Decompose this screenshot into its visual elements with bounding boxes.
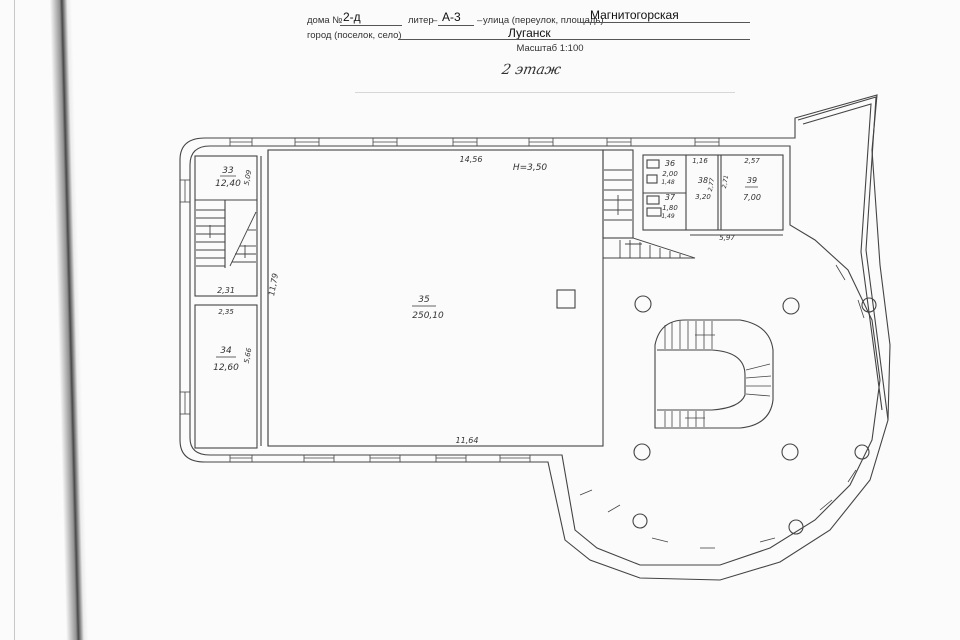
room-39-area: 7,00 xyxy=(743,193,761,202)
room-33-wall xyxy=(194,155,258,297)
scale-label: Масштаб 1:100 xyxy=(516,43,584,54)
windows-top xyxy=(229,137,720,147)
dim-wc-block-bottom: 5,97 xyxy=(719,234,735,242)
column-round xyxy=(632,513,648,529)
dim-room37-side: 1,49 xyxy=(661,213,675,220)
stair-wc xyxy=(602,149,634,239)
room-38-area: 3,20 xyxy=(695,193,711,201)
column-round xyxy=(634,295,652,313)
street-label: улица (переулок, площадь) xyxy=(483,15,604,26)
terrace-outline xyxy=(797,96,889,421)
height-mark: H=3,50 xyxy=(513,163,548,173)
column-round xyxy=(861,297,877,313)
dim-room38-top: 1,16 xyxy=(692,157,708,165)
windows-bottom xyxy=(229,454,531,463)
dim-stair-bottom: 2,31 xyxy=(217,286,235,295)
dim-room39-top: 2,57 xyxy=(744,157,760,165)
room-33-number: 33 xyxy=(222,166,234,176)
room-36-number: 36 xyxy=(665,159,675,168)
windows-left xyxy=(179,179,191,415)
house-number: 2-д xyxy=(343,10,361,24)
room-34-wall xyxy=(194,304,258,449)
room-38-number: 38 xyxy=(698,176,708,185)
column-round xyxy=(788,519,804,535)
dim-room34-side: 5,66 xyxy=(243,347,254,364)
room-33-area: 12,40 xyxy=(215,179,241,189)
dim-room33-side: 5,09 xyxy=(243,169,254,186)
room-35-area: 250,10 xyxy=(412,311,444,321)
room-35-number: 35 xyxy=(418,295,430,305)
dim-room36-side: 1,48 xyxy=(661,179,675,186)
dim-room34-top: 2,35 xyxy=(218,308,234,316)
column-round xyxy=(633,443,651,461)
hall-35-wall xyxy=(267,149,604,447)
house-label: дома № xyxy=(307,15,343,26)
scan-edge-line xyxy=(14,0,15,640)
room-36-area: 2,00 xyxy=(662,170,678,178)
faint-guide-line xyxy=(355,92,735,93)
column-round xyxy=(781,443,799,461)
dim-bottom-hall: 11,64 xyxy=(456,436,479,445)
dim-top-hall: 14,56 xyxy=(460,155,483,164)
inner-wall xyxy=(189,145,881,566)
windows-curve xyxy=(579,264,865,549)
document-header: дома № 2-д литер – А-3 – улица (переулок… xyxy=(0,0,960,60)
column-square xyxy=(556,289,576,309)
dim-room39-side: 2,71 xyxy=(721,175,730,189)
room-39-number: 39 xyxy=(747,176,757,185)
city-value: Луганск xyxy=(508,26,551,40)
dim-room38-side: 2,77 xyxy=(707,177,716,192)
room-37-area: 1,80 xyxy=(662,204,678,212)
liter-label: литер xyxy=(408,15,434,26)
central-staircase xyxy=(654,319,774,429)
column-round xyxy=(782,297,800,315)
room-37-number: 37 xyxy=(665,193,676,202)
outer-wall xyxy=(179,94,891,581)
room-34-number: 34 xyxy=(220,346,232,356)
room-34-area: 12,60 xyxy=(213,363,239,373)
city-label: город (поселок, село) xyxy=(307,30,402,41)
street-value: Магнитогорская xyxy=(590,8,679,22)
column-round xyxy=(854,444,870,460)
liter-value: А-3 xyxy=(442,10,461,24)
dim-left-hall: 11,79 xyxy=(267,273,280,297)
